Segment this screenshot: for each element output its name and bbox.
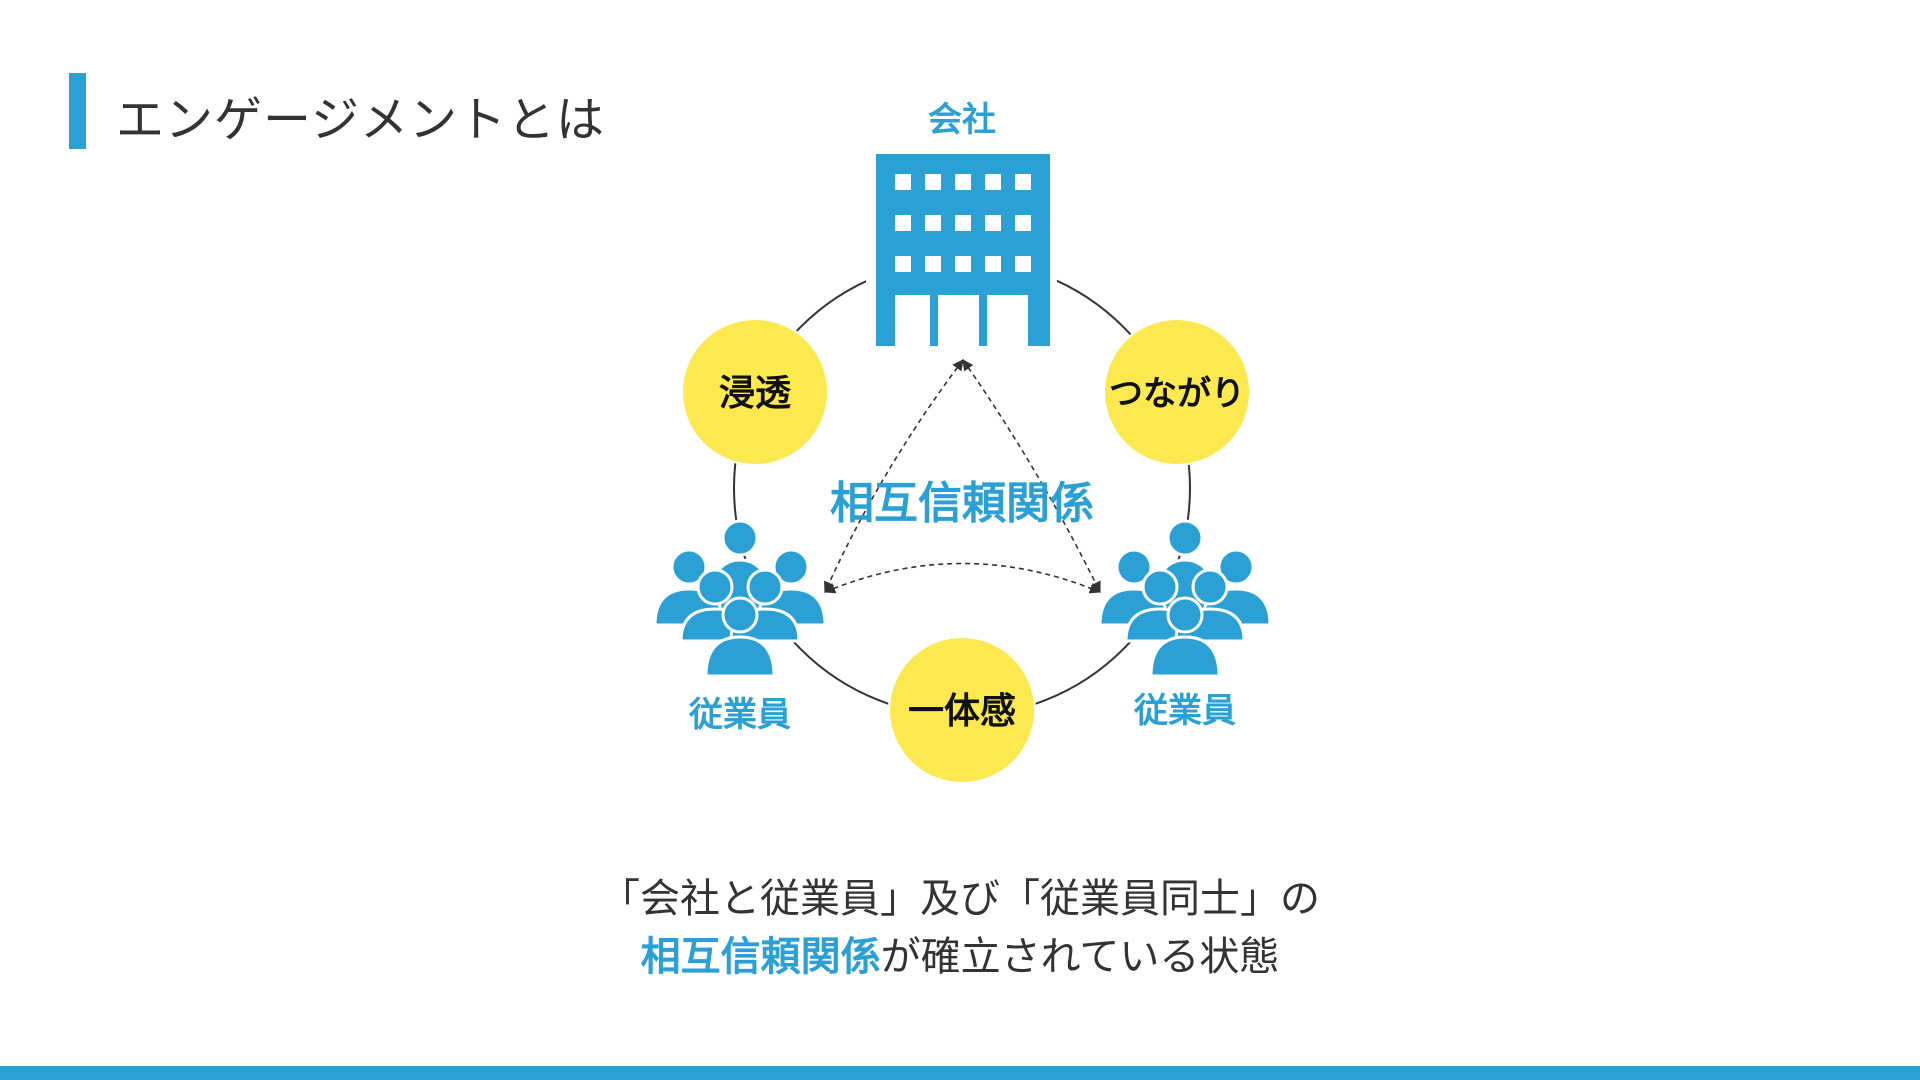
company-label: 会社 bbox=[928, 100, 996, 140]
employees-group-icon bbox=[653, 519, 827, 678]
center-label: 相互信頼関係 bbox=[830, 478, 1094, 529]
value-right: つながり bbox=[1103, 318, 1251, 466]
value-bottom: 一体感 bbox=[888, 636, 1036, 784]
employees-group-icon bbox=[1098, 519, 1272, 678]
title-accent-bar bbox=[69, 73, 86, 149]
value-left: 浸透 bbox=[681, 318, 829, 466]
page-title: エンゲージメントとは bbox=[116, 92, 606, 148]
caption-line-1: 「会社と従業員」及び「従業員同士」の bbox=[600, 876, 1320, 922]
value-right-label: つながり bbox=[1109, 374, 1245, 414]
building-icon bbox=[866, 152, 1057, 348]
arrow-company-left bbox=[824, 359, 964, 594]
value-bottom-label: 一体感 bbox=[908, 691, 1016, 732]
employee-right-label: 従業員 bbox=[1133, 691, 1236, 731]
arrow-company-right bbox=[962, 359, 1101, 594]
arrow-left-right bbox=[823, 562, 1102, 594]
trust-arrows bbox=[823, 359, 1102, 594]
bottom-accent-band bbox=[0, 1066, 1920, 1080]
caption-line-2: 相互信頼関係が確立されている状態 bbox=[0, 924, 1920, 982]
employee-left-label: 従業員 bbox=[688, 695, 791, 735]
caption-rest: が確立されている状態 bbox=[880, 934, 1280, 980]
value-left-label: 浸透 bbox=[719, 373, 792, 414]
caption-highlight: 相互信頼関係 bbox=[640, 934, 881, 980]
